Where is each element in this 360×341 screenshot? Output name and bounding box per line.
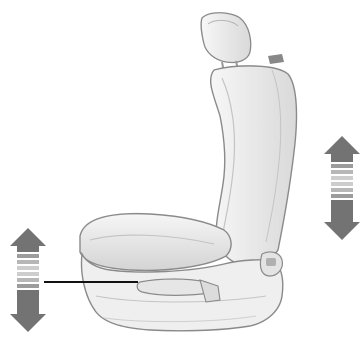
seat-height-arrow xyxy=(10,228,46,332)
seat-back-arrow xyxy=(324,136,360,240)
headrest xyxy=(201,13,251,72)
seat-cushion xyxy=(80,214,231,271)
recline-knob xyxy=(260,252,282,276)
